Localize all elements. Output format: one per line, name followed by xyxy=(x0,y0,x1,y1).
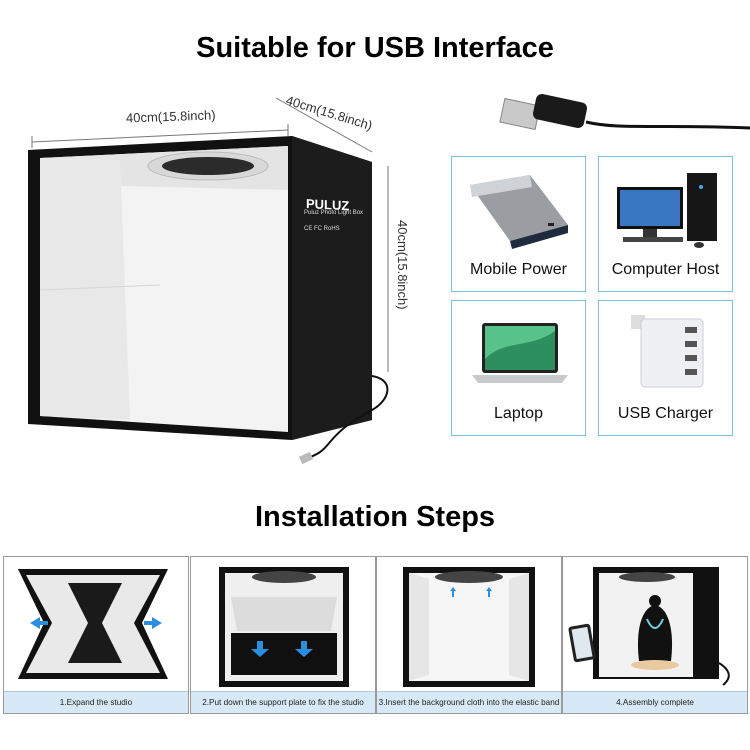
width-dimension: 40cm(15.8inch) xyxy=(31,107,289,148)
device-card-usb-charger: USB Charger xyxy=(598,300,733,436)
expand-studio-illustration xyxy=(18,569,168,679)
height-label: 40cm(15.8inch) xyxy=(395,220,410,310)
model-text: Puluz Photo Light Box xyxy=(304,210,363,216)
step-caption: 1.Expand the studio xyxy=(4,691,188,713)
depth-label: 40cm(15.8inch) xyxy=(284,93,374,134)
support-plate-illustration xyxy=(219,567,349,687)
step-card-background-cloth: 3.Insert the background cloth into the e… xyxy=(376,556,562,714)
device-card-mobile-power: Mobile Power xyxy=(451,156,586,292)
step-caption: 2.Put down the support plate to fix the … xyxy=(191,691,375,713)
down-arrow-icon xyxy=(251,641,269,657)
usb-interface-heading: Suitable for USB Interface xyxy=(196,32,554,64)
up-arrow-icon xyxy=(450,587,456,597)
cert-marks: CE FC RoHS xyxy=(304,226,340,232)
device-label: Mobile Power xyxy=(470,261,567,278)
background-cloth-illustration xyxy=(403,567,535,687)
usb-cable-icon xyxy=(499,93,750,131)
step-card-assembly-complete: 4.Assembly complete xyxy=(562,556,748,714)
photo-light-box-illustration: 40cm(15.8inch) 40cm(15.8inch) 40cm(15.8i… xyxy=(28,93,410,465)
height-dimension: 40cm(15.8inch) xyxy=(387,166,410,372)
brand-logo: PULUZ xyxy=(306,196,349,213)
step-card-support-plate: 2.Put down the support plate to fix the … xyxy=(190,556,376,714)
left-arrow-icon xyxy=(30,617,48,629)
power-bank-icon xyxy=(470,175,568,249)
assembled-studio-illustration xyxy=(568,567,730,686)
up-arrow-icon xyxy=(486,587,492,597)
usb-charger-icon xyxy=(631,315,704,388)
right-arrow-icon xyxy=(144,617,162,629)
down-arrow-icon xyxy=(295,641,313,657)
device-card-computer-host: Computer Host xyxy=(598,156,733,292)
device-label: Laptop xyxy=(494,405,543,422)
desktop-computer-icon xyxy=(617,173,717,248)
step-caption: 4.Assembly complete xyxy=(563,691,747,713)
step-card-expand: 1.Expand the studio xyxy=(3,556,189,714)
device-label: Computer Host xyxy=(611,261,720,278)
step-caption: 3.Insert the background cloth into the e… xyxy=(377,691,561,713)
installation-steps-heading: Installation Steps xyxy=(254,501,496,533)
width-label: 40cm(15.8inch) xyxy=(126,107,216,125)
device-card-laptop: Laptop xyxy=(451,300,586,436)
device-label: USB Charger xyxy=(617,405,714,422)
laptop-icon xyxy=(472,323,568,383)
